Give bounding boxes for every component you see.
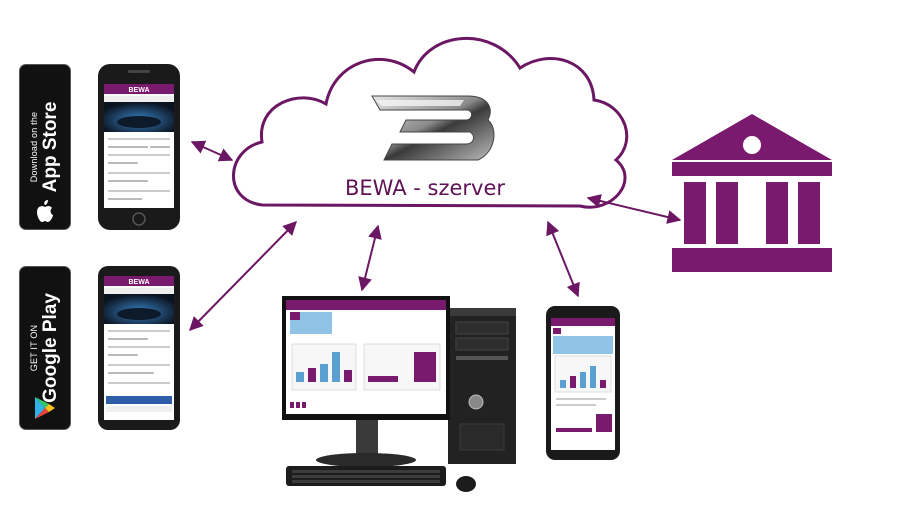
iphone-device: BEWA [98, 64, 180, 230]
app-store-badge[interactable]: Download on the App Store [19, 64, 71, 230]
mobile-web-device [546, 306, 620, 460]
android-device: BEWA [98, 266, 180, 430]
arrow-desktop-server [358, 224, 382, 292]
google-play-badge[interactable]: GET IT ON Google Play [19, 266, 71, 430]
arrow-mobileweb-server [546, 220, 580, 298]
arrow-iphone-server [190, 140, 234, 162]
apple-icon [37, 200, 53, 222]
bank-building-icon [672, 114, 832, 272]
bewa-b-logo-icon [371, 95, 495, 161]
arrow-android-server [189, 221, 297, 331]
desktop-computer [282, 296, 516, 492]
iphone-app-brand: BEWA [129, 87, 150, 94]
server-label: BEWA - szerver [344, 176, 506, 200]
android-app-brand: BEWA [129, 279, 150, 286]
google-play-icon [35, 397, 55, 419]
arrow-server-bank [586, 194, 682, 224]
